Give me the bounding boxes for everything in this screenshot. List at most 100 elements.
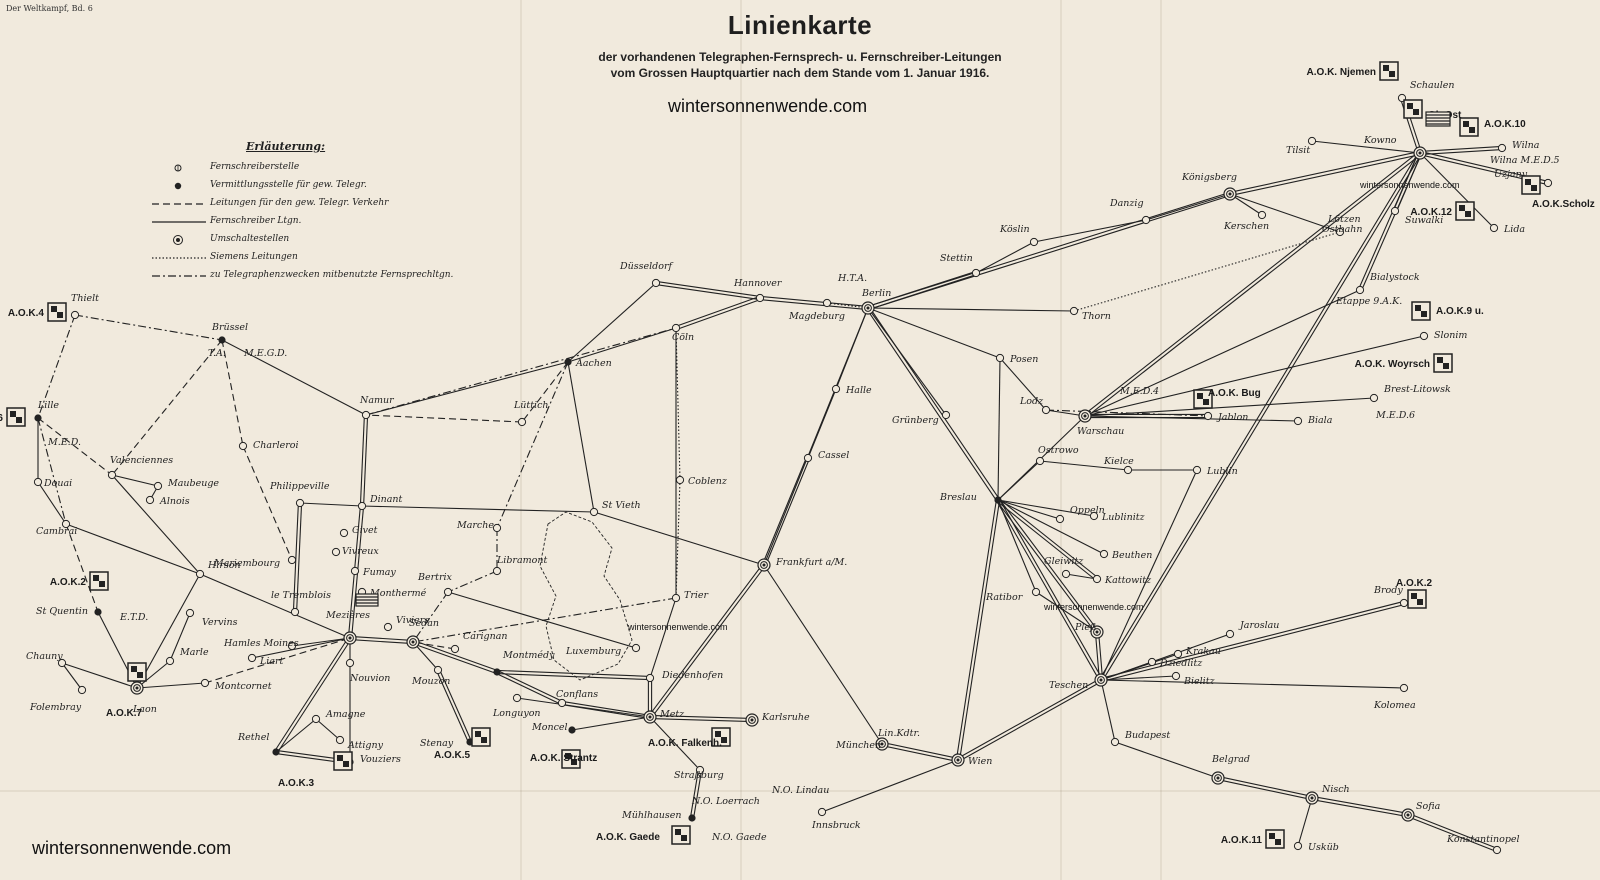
line-segment — [1229, 193, 1341, 233]
station-marker — [77, 685, 87, 695]
line-segment — [496, 361, 569, 529]
annotation-label: N.O. Gaede — [711, 832, 767, 843]
command-label: A.O.K. Njemen — [1307, 67, 1376, 78]
place-label: Alnois — [159, 496, 190, 507]
station-marker — [861, 301, 875, 315]
command-label: A.O.K.9 u. — [1436, 306, 1484, 317]
place-label: Slonim — [1434, 330, 1467, 341]
station-marker — [971, 268, 981, 278]
line-segment — [65, 523, 201, 575]
station-marker — [165, 656, 175, 666]
place-label: Mezières — [325, 610, 370, 621]
line-segment — [1035, 591, 1098, 633]
station-marker — [61, 519, 71, 529]
station-marker — [295, 498, 305, 508]
station-marker — [1305, 791, 1319, 805]
annotation-label: Etappe 9.A.K. — [1335, 296, 1402, 307]
map-subtitle-line1: der vorhandenen Telegraphen-Fernsprech- … — [598, 50, 1002, 64]
line-segment — [956, 678, 1101, 760]
place-label: Longuyon — [492, 708, 541, 719]
station-marker — [745, 713, 759, 727]
command-label: A.O.K.3 — [278, 778, 315, 789]
telegraph-lines — [37, 97, 1549, 853]
fold-line — [0, 790, 1600, 792]
legend: Erläuterung: Fernschreiberstelle Vermitt… — [150, 140, 490, 290]
station-marker — [1497, 143, 1507, 153]
line-segment — [867, 191, 1230, 307]
line-segment — [65, 523, 99, 613]
station-marker — [941, 410, 951, 420]
place-label: Warschau — [1077, 426, 1124, 437]
line-segment — [1311, 799, 1408, 818]
station-marker — [1141, 215, 1151, 225]
line-segment — [1407, 815, 1497, 853]
line-segment — [1083, 151, 1420, 416]
place-label: Marche — [456, 520, 494, 531]
place-label: Lötzen — [1327, 214, 1361, 225]
command-label: A.O.K. Falkenh. — [648, 738, 722, 749]
line-segment — [1033, 219, 1147, 243]
place-label: Stenay — [420, 738, 454, 749]
station-marker — [671, 593, 681, 603]
station-marker — [492, 566, 502, 576]
station-marker — [287, 555, 297, 565]
command-flag-icon — [671, 825, 691, 845]
place-label: Lüttich — [513, 400, 549, 411]
station-marker — [1029, 237, 1039, 247]
line-segment — [675, 327, 681, 481]
line-segment — [412, 642, 497, 675]
command-label: A.O.K.5 — [434, 750, 471, 761]
stations: ThieltBrüsselLilleDouaiValenciennesMaube… — [26, 80, 1553, 855]
place-label: Innsbruck — [811, 820, 861, 831]
line-segment — [997, 499, 1037, 593]
place-label: München — [835, 740, 881, 751]
line-segment — [37, 314, 76, 419]
line-segment — [866, 308, 998, 502]
station-marker — [1225, 629, 1235, 639]
station-marker — [1492, 845, 1502, 855]
station-marker — [493, 668, 501, 676]
command-label: A.O.K.2 — [1396, 578, 1433, 589]
station-marker — [290, 607, 300, 617]
station-marker — [200, 678, 210, 688]
place-label: Brody — [1373, 585, 1403, 596]
place-label: Ratibor — [985, 592, 1024, 603]
line-segment — [1419, 152, 1495, 229]
line-segment — [349, 639, 413, 645]
line-segment — [497, 669, 651, 677]
place-label: Cambrai — [36, 526, 77, 537]
place-label: Mühlhausen — [621, 810, 682, 821]
line-segment — [365, 361, 569, 416]
place-label: Kerschen — [1223, 221, 1269, 232]
legend-item: Vermittlungsstelle für gew. Telegr. — [150, 180, 490, 194]
place-label: St Quentin — [36, 606, 88, 617]
line-segment — [37, 417, 67, 525]
station-marker — [1293, 841, 1303, 851]
station-marker — [1203, 411, 1213, 421]
line-segment — [363, 415, 369, 507]
line-segment — [521, 361, 569, 423]
line-segment — [567, 327, 677, 363]
station-marker — [564, 358, 572, 366]
line-segment — [998, 498, 1103, 680]
place-label: Krakau — [1185, 646, 1221, 657]
line-segment — [1360, 153, 1422, 291]
watermark-small: wintersonnenwende.com — [628, 622, 728, 632]
station-marker — [1293, 416, 1303, 426]
station-marker — [1110, 737, 1120, 747]
line-segment — [1419, 145, 1502, 152]
place-label: Charleroi — [253, 440, 299, 451]
line-segment — [242, 445, 293, 561]
line-segment — [412, 597, 677, 643]
annotation-label: M.E.D. — [47, 437, 81, 448]
station-marker — [1099, 549, 1109, 559]
place-label: Köslin — [999, 224, 1030, 235]
place-label: Beuthen — [1111, 550, 1152, 561]
station-marker — [1223, 187, 1237, 201]
place-label: Posen — [1009, 354, 1038, 365]
line-segment — [37, 481, 67, 525]
series-label: Der Weltkampf, Bd. 6 — [6, 4, 93, 13]
place-label: Montcornet — [214, 681, 272, 692]
place-label: Fumay — [362, 567, 396, 578]
place-label: Konstantinopel — [1446, 834, 1520, 845]
